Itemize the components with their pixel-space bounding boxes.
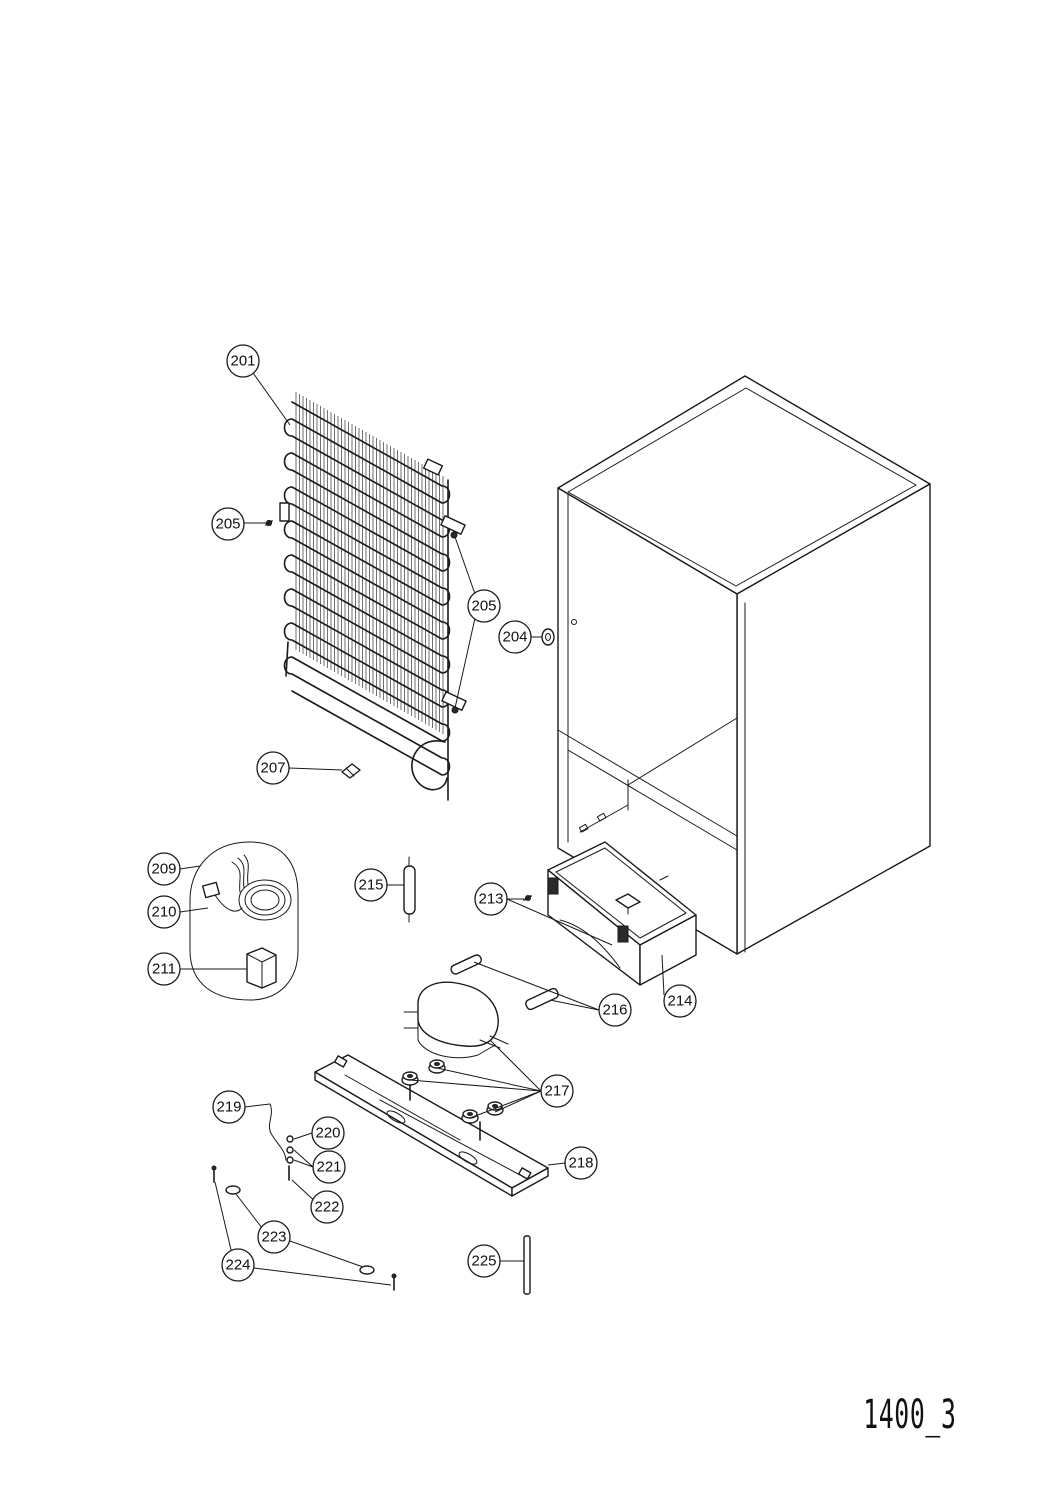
callout-218: 218 [564,1146,598,1180]
drawing-code: 1400_3 [862,1392,956,1438]
svg-text:210: 210 [151,904,176,921]
small-parts-220-222 [286,1135,294,1181]
callout-217: 217 [540,1074,574,1108]
cabinet-body [557,375,931,955]
filter-drier-215 [403,856,416,923]
svg-text:207: 207 [260,760,285,777]
bracket-216 [450,954,559,1011]
svg-text:222: 222 [314,1199,339,1216]
svg-text:216: 216 [602,1002,627,1019]
svg-text:214: 214 [667,993,692,1010]
svg-text:213: 213 [478,891,503,908]
callout-215: 215 [354,868,388,902]
compressor [403,981,509,1059]
callout-211: 211 [147,952,181,986]
callout-204: 204 [498,620,532,654]
condenser-tube [283,401,451,776]
callout-225: 225 [467,1244,501,1278]
svg-text:215: 215 [358,877,383,894]
svg-text:209: 209 [151,861,176,878]
compressor-tray [547,841,697,986]
callout-223: 223 [257,1220,291,1254]
callout-224: 224 [221,1248,255,1282]
grommet-204 [541,628,555,646]
svg-text:201: 201 [230,353,255,370]
svg-text:205: 205 [471,598,496,615]
accessories-group [189,841,299,1001]
svg-text:211: 211 [152,961,176,978]
svg-text:225: 225 [471,1253,496,1270]
screw-205 [265,519,273,527]
callout-216: 216 [598,993,632,1027]
grommet [461,1109,479,1124]
base-plate-218 [314,1054,549,1197]
svg-text:223: 223 [261,1229,286,1246]
callout-209: 209 [147,852,181,886]
screw-213 [523,895,532,901]
svg-text:205: 205 [215,516,240,533]
callout-bubbles: 201 205 205 204 207 209 210 211 215 213 … [147,344,697,1282]
grommet [428,1059,446,1074]
svg-text:219: 219 [216,1099,241,1116]
callout-214: 214 [663,984,697,1018]
callout-207: 207 [256,751,290,785]
callout-220: 220 [311,1116,345,1150]
tube-225 [523,1235,531,1295]
screws-224 [211,1165,397,1291]
condenser-coil [279,392,467,801]
callout-201: 201 [226,344,260,378]
leader-lines [179,369,665,1286]
grommet [401,1071,419,1086]
svg-text:220: 220 [315,1125,340,1142]
svg-text:204: 204 [502,629,527,646]
callout-221: 221 [312,1150,346,1184]
callout-219: 219 [212,1090,246,1124]
wire-219 [268,1103,287,1161]
svg-text:221: 221 [316,1159,341,1176]
feet-223 [225,1185,375,1275]
callout-205-left: 205 [211,507,245,541]
svg-text:218: 218 [568,1155,593,1172]
svg-text:217: 217 [544,1083,569,1100]
callout-213: 213 [474,882,508,916]
svg-text:224: 224 [225,1257,250,1274]
callout-205-right: 205 [467,589,501,623]
callout-210: 210 [147,895,181,929]
callout-222: 222 [310,1190,344,1224]
clip-207 [341,763,361,779]
